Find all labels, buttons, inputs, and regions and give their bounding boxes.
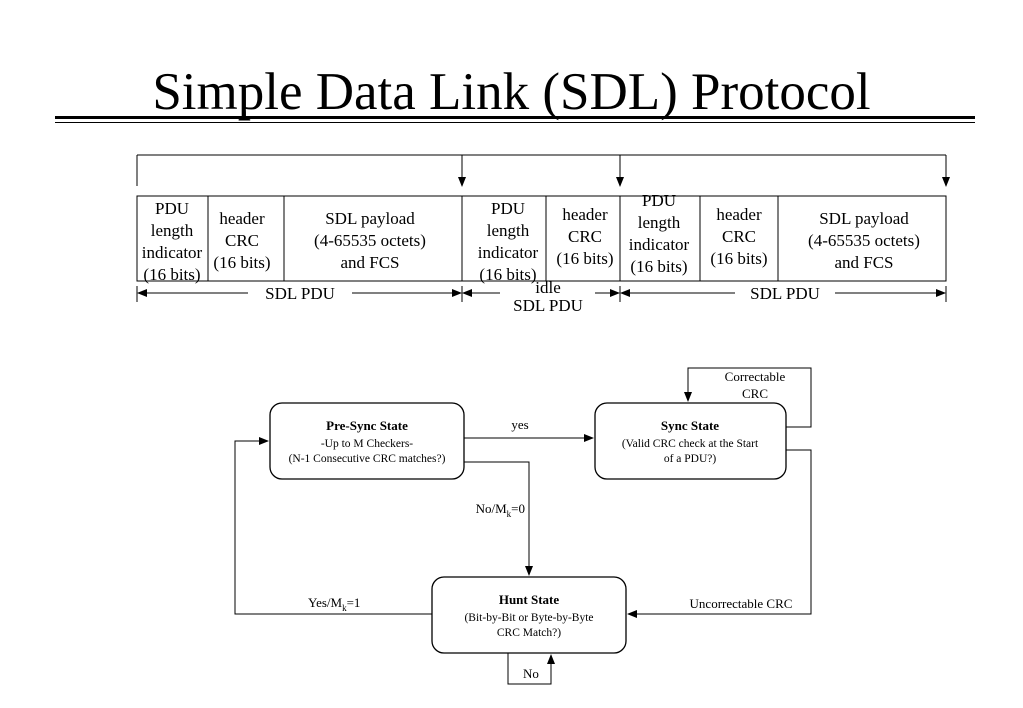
frame-cell-text: (16 bits) bbox=[556, 249, 613, 268]
state-title: Sync State bbox=[661, 418, 719, 433]
transition-label: No bbox=[523, 666, 539, 681]
state-title: Pre-Sync State bbox=[326, 418, 408, 433]
transition-label: No/Mk=0 bbox=[476, 501, 525, 519]
transition-arrow bbox=[627, 449, 812, 618]
frame-span-label: SDL PDU bbox=[513, 296, 583, 315]
frame-cell-text: header bbox=[562, 205, 608, 224]
frame-cell-text: (4-65535 octets) bbox=[808, 231, 920, 250]
state-machine-diagram: Pre-Sync State -Up to M Checkers- (N-1 Con… bbox=[234, 367, 812, 685]
transition-label: Correctable bbox=[725, 369, 786, 384]
frame-cell-text: CRC bbox=[225, 231, 259, 250]
state-outline bbox=[594, 402, 787, 480]
transition-label: Uncorrectable CRC bbox=[690, 596, 793, 611]
state-text: (Bit-by-Bit or Byte-by-Byte bbox=[464, 612, 593, 624]
transition-label: Yes/Mk=1 bbox=[308, 595, 360, 613]
frame-cell-text: (16 bits) bbox=[213, 253, 270, 272]
state-box: Hunt State (Bit-by-Bit or Byte-by-ByteCRC… bbox=[431, 576, 627, 654]
frame-span-label: idle bbox=[535, 278, 561, 297]
frame-cell-text: and FCS bbox=[834, 253, 893, 272]
frame-cell-text: (4-65535 octets) bbox=[314, 231, 426, 250]
state-text: -Up to M Checkers- bbox=[321, 438, 413, 450]
state-text: (Valid CRC check at the Start bbox=[622, 438, 759, 450]
frame-cell: PDU length indicator (16 bits) bbox=[629, 191, 690, 276]
frame-cell-text: (16 bits) bbox=[143, 265, 200, 284]
page-title: Simple Data Link (SDL) Protocol bbox=[152, 63, 871, 121]
state-box: Pre-Sync State -Up to M Checkers- (N-1 Con… bbox=[269, 402, 465, 480]
state-text: CRC Match?) bbox=[497, 627, 561, 639]
frame-cell-text: PDU bbox=[642, 191, 676, 210]
title-underline-thin bbox=[55, 122, 975, 123]
state-text: of a PDU?) bbox=[664, 453, 717, 465]
transition-label: yes bbox=[511, 417, 528, 432]
state-text: (N-1 Consecutive CRC matches?) bbox=[289, 453, 446, 465]
transition-arrow bbox=[234, 437, 432, 615]
frame-cell-text: (16 bits) bbox=[479, 265, 536, 284]
title-underline-thick bbox=[55, 116, 975, 119]
frame-cell-text: length bbox=[638, 213, 681, 232]
state-outline bbox=[269, 402, 465, 480]
frame-cell-text: and FCS bbox=[340, 253, 399, 272]
frame-span: SDL PDU bbox=[620, 284, 946, 303]
frame-cell-text: PDU bbox=[155, 199, 189, 218]
transition-arrow bbox=[464, 461, 533, 576]
frame-cell-text: length bbox=[487, 221, 530, 240]
transition-label: CRC bbox=[742, 386, 768, 401]
frame-cell-text: CRC bbox=[568, 227, 602, 246]
frame-cell-text: SDL payload bbox=[819, 209, 909, 228]
frame-cell-text: header bbox=[716, 205, 762, 224]
frame-cell-text: header bbox=[219, 209, 265, 228]
frame-cell: PDU length indicator (16 bits) bbox=[142, 199, 203, 284]
frame-cell: PDU length indicator (16 bits) bbox=[478, 199, 539, 284]
frame-cell: SDL payload (4-65535 octets) and FCS bbox=[808, 209, 920, 272]
state-outline bbox=[431, 576, 627, 654]
frame-cell-text: PDU bbox=[491, 199, 525, 218]
frame-outline bbox=[136, 195, 947, 282]
frame-cell-text: indicator bbox=[629, 235, 690, 254]
frame-span: SDL PDU bbox=[137, 284, 462, 303]
frame-cell-text: (16 bits) bbox=[710, 249, 767, 268]
frame-cell-text: indicator bbox=[478, 243, 539, 262]
frame-cell-text: length bbox=[151, 221, 194, 240]
frame-span-label: SDL PDU bbox=[265, 284, 335, 303]
state-title: Hunt State bbox=[499, 592, 560, 607]
frame-cell-text: CRC bbox=[722, 227, 756, 246]
frame-span-label: SDL PDU bbox=[750, 284, 820, 303]
frame-cell-text: SDL payload bbox=[325, 209, 415, 228]
state-box: Sync State (Valid CRC check at the Start o… bbox=[594, 402, 787, 480]
frame-cell-text: (16 bits) bbox=[630, 257, 687, 276]
frame-cell: SDL payload (4-65535 octets) and FCS bbox=[314, 209, 426, 272]
transition-arrow bbox=[507, 653, 555, 685]
transition-arrow bbox=[684, 367, 812, 428]
frame-cell-text: indicator bbox=[142, 243, 203, 262]
